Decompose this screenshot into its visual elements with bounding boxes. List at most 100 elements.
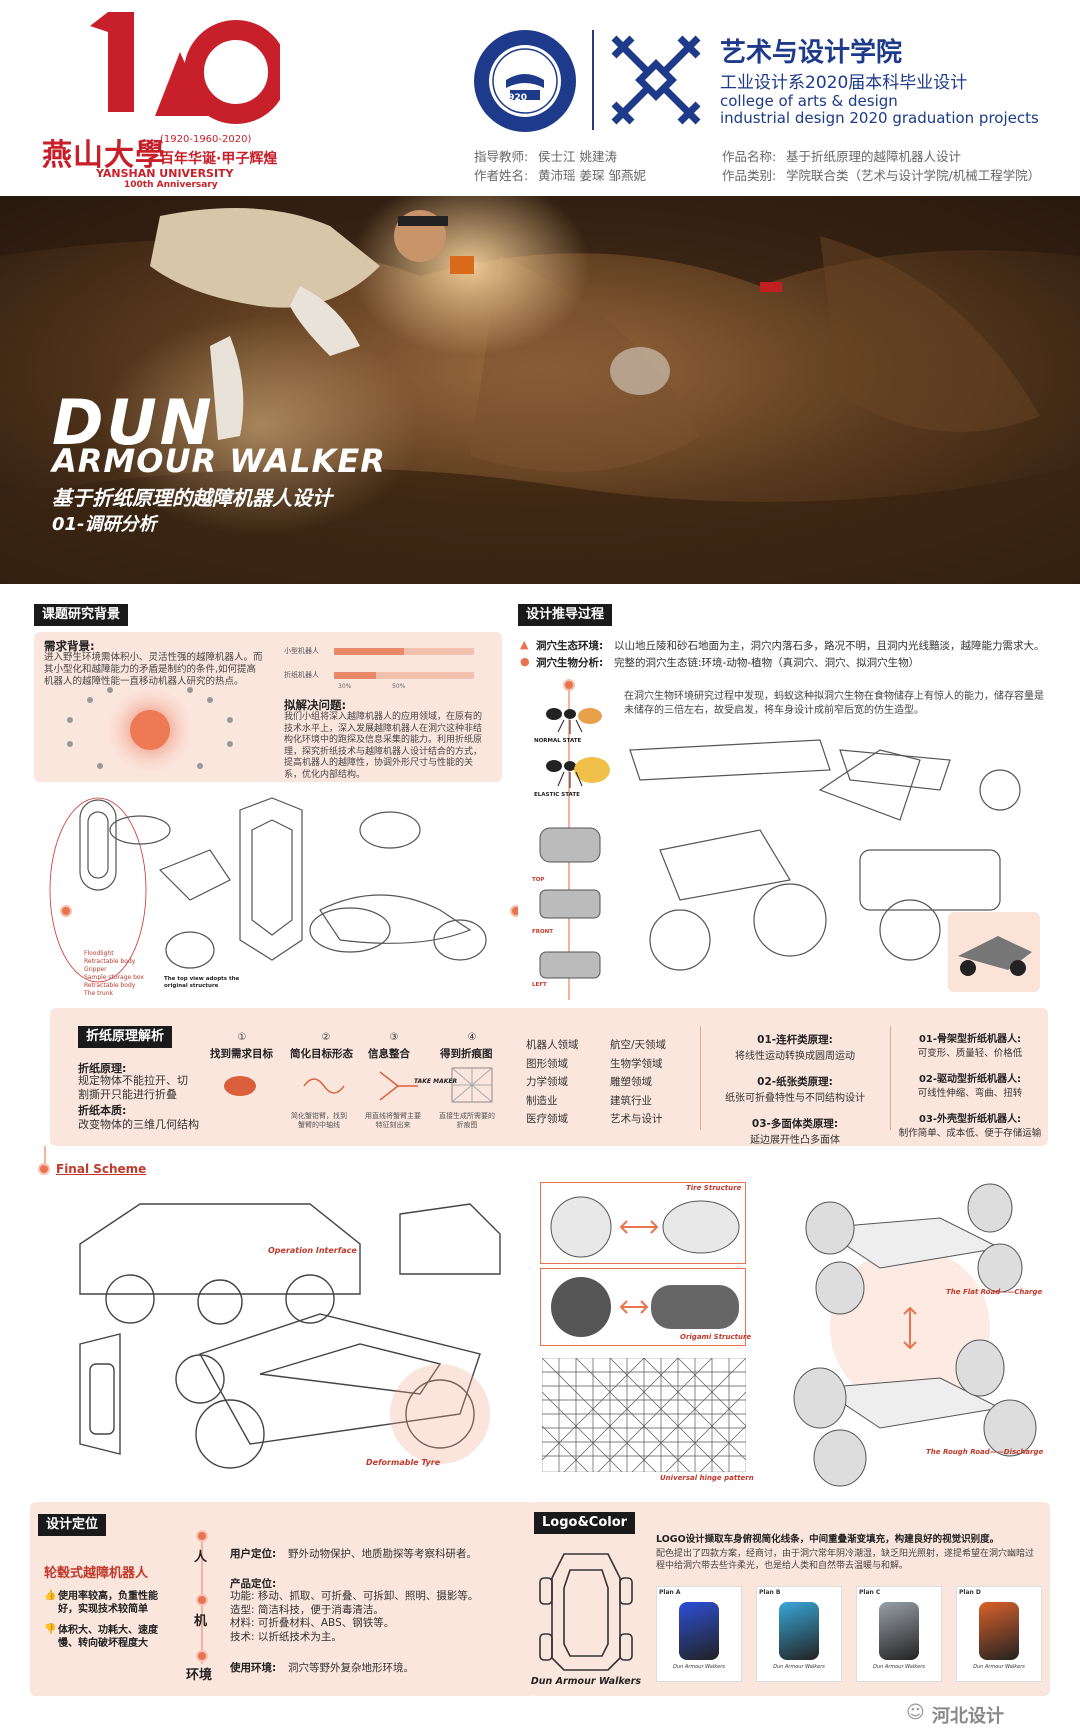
- origami-p2-text: 改变物体的三维几何结构: [78, 1118, 199, 1131]
- field-item: 雕塑领域: [610, 1076, 652, 1088]
- origami-panel: [50, 1008, 1048, 1146]
- bar-track-2: [334, 672, 474, 679]
- view-front-label: FRONT: [532, 929, 554, 935]
- mechanism-title: 03-多面体类原理:: [751, 1118, 839, 1130]
- axis-dot: [196, 1594, 208, 1606]
- header-divider: [592, 30, 594, 130]
- eco-icon: ▲: [520, 638, 529, 651]
- take-maker-label: TAKE MAKER: [414, 1078, 458, 1085]
- step-title: 简化目标形态: [290, 1048, 353, 1060]
- tire-structure-icon: [550, 1196, 740, 1258]
- centennial-logo-icon: [90, 12, 280, 124]
- solve-title: 拟解决问题:: [284, 698, 347, 712]
- ant-normal-label: NORMAL STATE: [534, 738, 582, 744]
- origami-divider: [700, 1026, 701, 1130]
- university-seal-icon: [474, 30, 576, 132]
- tire-structure-label: Tire Structure: [686, 1184, 742, 1192]
- field-item: 建筑行业: [610, 1094, 652, 1107]
- origami-structure-icon: [551, 1277, 739, 1337]
- fields-list-a: 机器人领域 图形领域 力学领域 制造业 医疗领域: [526, 1036, 579, 1129]
- logo-desc-bold: LOGO设计撷取车身俯视简化线条，中间重叠渐变填充，构建良好的视觉识别度。: [656, 1534, 1000, 1545]
- timeline-dot: [60, 905, 72, 917]
- college-subtitle: 工业设计系2020届本科毕业设计: [720, 73, 968, 93]
- step-num: ④: [467, 1032, 477, 1043]
- vehicle-sketch-icon: [49, 797, 487, 983]
- bar-tick-2: 50%: [392, 683, 406, 690]
- eco-text: 以山地丘陵和砂石地面为主，洞穴内落石多，路况不明，且洞内光线黯淡，越障能力需求大…: [614, 640, 1045, 652]
- origami-structure-label: Origami Structure: [680, 1333, 752, 1341]
- robot-type-title: 03-外壳型折纸机器人:: [918, 1114, 1022, 1125]
- plan-brand: Dun Armour Walkers: [873, 1664, 925, 1670]
- plan-card: Plan D Dun Armour Walkers: [956, 1586, 1042, 1682]
- env-text: 洞穴等野外复杂地形环境。: [288, 1662, 414, 1674]
- crab-steps-icon: [224, 1067, 493, 1103]
- work-label: 作品名称:: [722, 149, 777, 164]
- plan-swatch: [879, 1602, 919, 1660]
- step-caption: 直接生成所需要的折痕图: [439, 1112, 495, 1129]
- plan-brand: Dun Armour Walkers: [973, 1664, 1025, 1670]
- university-name-en: YANSHAN UNIVERSITY: [96, 167, 234, 180]
- user-label: 用户定位:: [230, 1548, 277, 1560]
- origami-tag: 折纸原理解析: [78, 1026, 173, 1048]
- plan-brand: Dun Armour Walkers: [773, 1664, 825, 1670]
- plan-brand: Dun Armour Walkers: [673, 1664, 725, 1670]
- product-pro: 使用率较高，负重性能好，实现技术较简单: [58, 1591, 158, 1615]
- axis-machine: 机: [194, 1614, 208, 1629]
- hinge-pattern-icon: [542, 1358, 746, 1472]
- college-subtitle-en: industrial design 2020 graduation projec…: [720, 109, 1039, 127]
- sketch-legend: Floodlight Retractable body Gripper Samp…: [84, 950, 144, 998]
- university-name-cn: 燕山大學: [42, 138, 166, 173]
- operation-interface-note: Operation Interface: [268, 1246, 357, 1255]
- field-item: 航空/天领域: [610, 1039, 667, 1051]
- authors: 黄沛瑶 姜琛 邹燕妮: [538, 168, 646, 183]
- college-logo-icon: [611, 35, 701, 125]
- legend-item: The trunk: [84, 990, 113, 997]
- product-lines: 功能: 移动、抓取、可折叠、可拆卸、照明、摄影等。 造型: 简洁科技，便于消毒清…: [230, 1590, 478, 1644]
- cave-photo-icon: [0, 196, 1080, 584]
- plan-card: Plan B Dun Armour Walkers: [756, 1586, 842, 1682]
- watermark-icon: ☺: [906, 1702, 925, 1723]
- robot-type-title: 01-骨架型折纸机器人:: [918, 1034, 1022, 1045]
- step-title: 找到需求目标: [210, 1048, 273, 1060]
- hero-subtitle: ARMOUR WALKER: [52, 442, 386, 480]
- axis-dot: [196, 1650, 208, 1662]
- bio-label: 洞穴生物分析:: [536, 657, 604, 669]
- product-con: 体积大、功耗大、速度慢、转向破坏程度大: [58, 1625, 158, 1649]
- solve-text: 我们小组将深入越障机器人的应用领域，在原有的技术水平上，深入发展越障机器人在洞穴…: [284, 712, 483, 780]
- header: 燕山大學 (1920-1960-2020) 百年华诞·甲子辉煌 YANSHAN …: [0, 0, 1080, 196]
- legend-item: Retractable body: [84, 958, 136, 965]
- product-line: 技术: 以折纸技术为主。: [230, 1630, 342, 1643]
- robot-type-desc: 可变形、质量轻、价格低: [917, 1048, 1023, 1059]
- hinge-pattern-label: Universal hinge pattern: [660, 1474, 754, 1482]
- mechanism-desc: 将线性运动转换成圆周运动: [735, 1051, 855, 1062]
- field-item: 制造业: [526, 1094, 558, 1107]
- need-title: 需求背景:: [44, 639, 95, 653]
- product-type: 轮毂式越障机器人: [44, 1566, 149, 1581]
- step-title: 得到折痕图: [440, 1048, 493, 1060]
- view-top-label: TOP: [532, 877, 545, 883]
- logo-desc: 配色提出了四款方案，经商讨，由于洞穴常年阴冷潮湿，缺乏阳光照射，遂提希望在洞穴幽…: [656, 1549, 1035, 1571]
- advisor-label: 指导教师:: [474, 149, 529, 164]
- hero-image: [0, 196, 1080, 584]
- product-line: 造型: 简洁科技，便于消毒清洁。: [230, 1603, 384, 1616]
- rough-road-label: The Rough Road——Discharge: [926, 1448, 1044, 1456]
- origami-structure-box: [540, 1268, 746, 1346]
- bar-label-2: 折纸机器人: [284, 671, 319, 679]
- category: 学院联合类（艺术与设计学院/机械工程学院）: [786, 168, 1041, 183]
- step-num: ②: [321, 1032, 331, 1043]
- brand-name: Dun Armour Walkers: [530, 1676, 642, 1687]
- hero-title: DUN: [52, 386, 215, 459]
- step-title: 信息整合: [368, 1048, 410, 1060]
- bar-track-1: [334, 648, 474, 655]
- legend-item: Gripper: [84, 966, 107, 973]
- ant-icon: [546, 708, 610, 788]
- hero-section-label: 01-调研分析: [52, 514, 157, 535]
- view-left-label: LEFT: [532, 982, 547, 988]
- robot-type-list: 01-骨架型折纸机器人: 可变形、质量轻、价格低 02-驱动型折纸机器人: 可线…: [896, 1030, 1044, 1139]
- origami-p1-title: 折纸原理:: [78, 1062, 127, 1075]
- logo-tag: Logo&Color: [534, 1512, 636, 1534]
- hero-cn-title: 基于折纸原理的越障机器人设计: [52, 486, 332, 510]
- robot-type-title: 02-驱动型折纸机器人:: [918, 1074, 1022, 1085]
- university-years: (1920-1960-2020): [160, 134, 252, 145]
- product-line: 功能: 移动、抓取、可折叠、可拆卸、照明、摄影等。: [230, 1590, 479, 1602]
